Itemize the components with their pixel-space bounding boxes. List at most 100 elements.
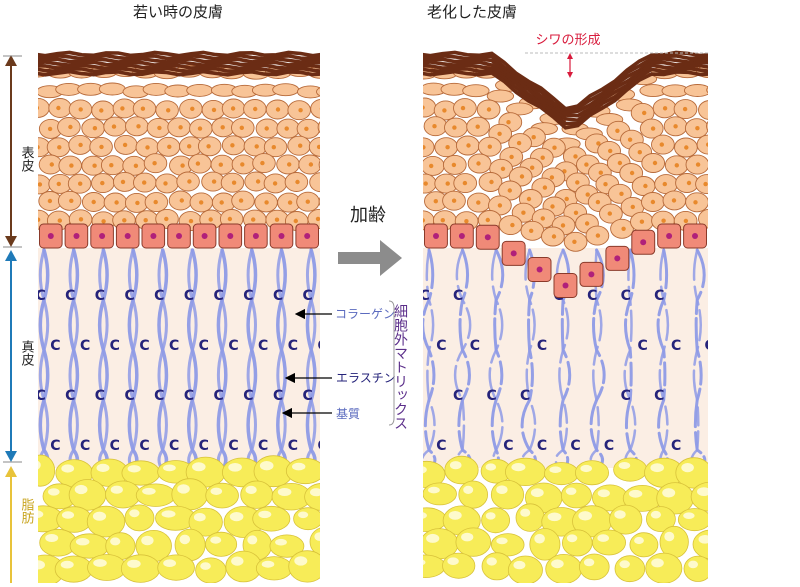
- epidermal-cell-nucleus: [275, 107, 281, 112]
- fat-cell-highlight: [277, 488, 292, 496]
- epidermal-cell-nucleus: [542, 185, 548, 190]
- elastin-fiber: C: [487, 388, 497, 404]
- epidermal-cell-nucleus: [619, 191, 624, 196]
- basal-cell-nucleus: [640, 239, 647, 246]
- epidermal-cell: [272, 83, 300, 97]
- epidermal-cell-nucleus: [260, 160, 265, 166]
- fat-cell: [423, 507, 447, 532]
- elastin-fiber: C: [288, 438, 298, 454]
- epidermal-cell: [98, 82, 126, 96]
- epidermal-cell-nucleus: [451, 162, 457, 168]
- epidermal-cell-nucleus: [316, 144, 320, 150]
- fat-cell-highlight: [161, 510, 176, 518]
- fat-cell-highlight: [534, 533, 545, 544]
- fat-cell-highlight: [177, 484, 190, 494]
- collagen-fiber: [624, 248, 638, 472]
- epidermal-cell-nucleus: [197, 126, 203, 131]
- epidermal-cell-nucleus: [487, 144, 492, 149]
- epidermal-cell-nucleus: [598, 170, 603, 175]
- epidermal-cell-nucleus: [187, 144, 192, 149]
- fat-cell-highlight: [92, 511, 107, 521]
- collagen-fiber: [276, 248, 287, 472]
- elastin-fiber: C: [228, 338, 238, 354]
- stratum-corneum-layer: [423, 66, 708, 126]
- fat-cell: [442, 552, 476, 579]
- elastin-fiber: C: [35, 388, 45, 404]
- epidermal-cell-nucleus: [552, 145, 557, 150]
- collagen-fiber: [623, 248, 637, 472]
- epidermal-cell-nucleus: [166, 108, 171, 113]
- fat-cell-highlight: [310, 488, 320, 497]
- elastin-fiber: C: [637, 338, 647, 354]
- epidermal-cell-nucleus: [199, 200, 204, 205]
- elastin-fiber: C: [453, 388, 463, 404]
- fat-cell: [507, 555, 543, 583]
- fat-cell: [490, 480, 525, 510]
- epidermal-cell-nucleus: [298, 108, 303, 113]
- epidermal-cell-nucleus: [629, 170, 635, 176]
- collagen-fiber: [157, 248, 168, 472]
- fat-cell: [288, 550, 320, 583]
- epidermal-cell-nucleus: [255, 179, 261, 184]
- fat-cell-highlight: [127, 559, 141, 568]
- title-young: 若い時の皮膚: [133, 3, 223, 21]
- fat-cell: [205, 482, 239, 509]
- fat-cell: [171, 478, 209, 511]
- epidermal-cell: [706, 86, 708, 94]
- epidermal-cell: [318, 160, 320, 170]
- epidermal-cell-nucleus: [190, 106, 195, 112]
- fat-cell-highlight: [428, 486, 440, 494]
- epidermis-scale-arrow-top: [5, 55, 17, 66]
- elastin-fiber: C: [273, 388, 283, 404]
- fat-cell-highlight: [597, 489, 610, 498]
- title-aged: 老化した皮膚: [427, 3, 517, 21]
- elastin-fiber: C: [214, 288, 224, 304]
- elastin-fiber: C: [537, 438, 547, 454]
- fat-cell-highlight: [193, 513, 206, 522]
- epidermal-cell-nucleus: [693, 200, 698, 205]
- fat-cell: [455, 527, 492, 557]
- fat-cell-highlight: [96, 463, 110, 472]
- epidermal-cell-nucleus: [38, 182, 43, 187]
- collagen-fiber: [186, 248, 198, 472]
- fat-cell: [515, 503, 545, 532]
- fat-cell: [578, 553, 610, 581]
- fat-cell-highlight: [513, 560, 526, 570]
- elastin-fiber: C: [671, 338, 681, 354]
- label-matrix-group: 細胞外マトリックス: [392, 304, 408, 430]
- epidermal-cell-nucleus: [305, 199, 310, 204]
- collagen-fiber: [520, 248, 537, 472]
- epidermal-cell-nucleus: [710, 108, 714, 112]
- fat-cell: [255, 556, 293, 581]
- epidermal-cell-nucleus: [572, 239, 577, 244]
- collagen-fiber: [187, 248, 198, 472]
- elastin-fiber: C: [303, 388, 313, 404]
- collagen-fiber: [38, 248, 50, 472]
- collagen-fiber: [246, 248, 258, 472]
- fat-cell-highlight: [681, 463, 694, 473]
- aging-arrow: [338, 240, 402, 276]
- collagen-fiber: [423, 248, 436, 472]
- epidermal-cell: [462, 84, 490, 98]
- elastin-fiber: C: [80, 438, 90, 454]
- epidermal-cell-nucleus: [238, 198, 244, 203]
- elastin-fiber: C: [503, 438, 513, 454]
- epidermal-cell-nucleus: [100, 180, 105, 186]
- collagen-fiber: [658, 248, 670, 472]
- elastin-fiber: C: [214, 388, 224, 404]
- epidermal-cell-nucleus: [607, 211, 612, 216]
- epidermal-cell-nucleus: [475, 124, 480, 129]
- epidermal-cell-nucleus: [573, 154, 578, 159]
- fat-cell: [124, 504, 155, 532]
- elastin-fiber: C: [80, 338, 90, 354]
- epidermal-cell-nucleus: [227, 216, 233, 222]
- elastin-fiber: C: [704, 338, 714, 354]
- epidermal-cell-nucleus: [596, 141, 601, 146]
- fat-cell-highlight: [551, 559, 564, 569]
- fat-cell-highlight: [129, 509, 140, 518]
- fat-cell-highlight: [486, 557, 497, 566]
- elastin-fiber: C: [671, 438, 681, 454]
- epidermal-cell-nucleus: [143, 218, 148, 223]
